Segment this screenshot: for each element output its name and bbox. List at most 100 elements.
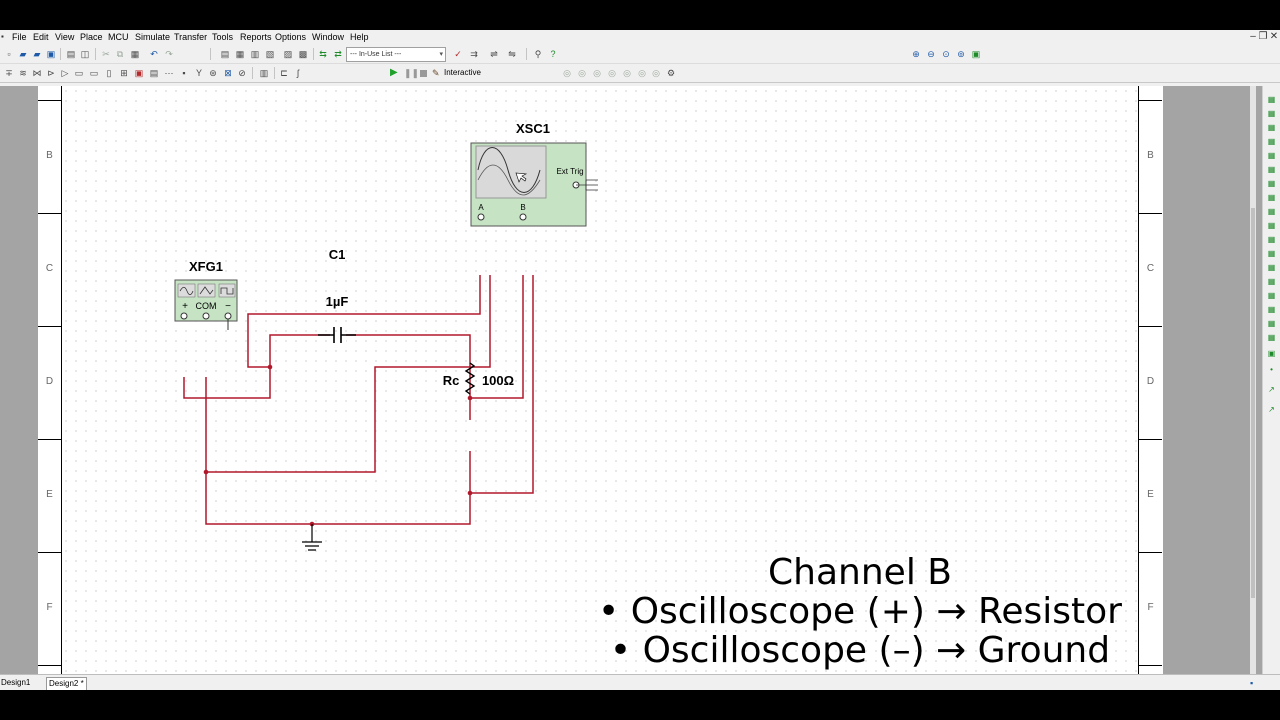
menu-file[interactable]: File: [12, 32, 27, 42]
probe-digital-icon[interactable]: ◎: [638, 68, 646, 78]
redo-icon[interactable]: ↷: [165, 49, 173, 59]
word-generator-icon[interactable]: ▦: [1267, 193, 1276, 202]
place-cmos-icon[interactable]: ▭: [89, 68, 99, 78]
simulation-mode-label[interactable]: Interactive: [444, 68, 481, 77]
print-icon[interactable]: ▤: [66, 49, 76, 59]
new-file-icon[interactable]: ▫: [7, 49, 11, 59]
open-folder-icon[interactable]: ▰: [19, 49, 27, 59]
backannotate-icon[interactable]: ⇋: [508, 49, 516, 59]
wires[interactable]: [183, 275, 534, 525]
erc-icon[interactable]: ✓: [454, 49, 462, 59]
minimize-icon[interactable]: –: [1250, 31, 1256, 42]
place-mcu-icon[interactable]: ▥: [259, 68, 269, 78]
place-ni-icon[interactable]: ⊠: [224, 68, 232, 78]
ground-symbol[interactable]: [302, 524, 322, 551]
ni-elvismx-icon[interactable]: •: [1270, 365, 1273, 374]
place-transistor-icon[interactable]: ⊳: [47, 68, 55, 78]
measurement-probe-icon[interactable]: ↗: [1268, 405, 1275, 414]
probe-settings-icon[interactable]: ◎: [652, 68, 660, 78]
menu-view[interactable]: View: [55, 32, 75, 42]
place-power-icon[interactable]: ▤: [149, 68, 159, 78]
app-system-icon[interactable]: ▪: [1, 32, 4, 41]
analysis-icon[interactable]: ✎: [432, 68, 440, 78]
grapher-icon[interactable]: ▨: [283, 49, 293, 59]
menu-tools[interactable]: Tools: [212, 32, 234, 42]
run-simulation-icon[interactable]: ▶: [390, 67, 398, 78]
find-examples-icon[interactable]: ⚲: [534, 49, 542, 59]
multimeter-icon[interactable]: ▦: [1267, 95, 1276, 104]
agilent-generator-icon[interactable]: ▦: [1267, 291, 1276, 300]
place-mixed-icon[interactable]: ⊞: [120, 68, 128, 78]
menu-simulate[interactable]: Simulate: [135, 32, 171, 42]
menu-help[interactable]: Help: [350, 32, 369, 42]
oscilloscope-icon[interactable]: ▦: [1267, 137, 1276, 146]
place-analog-icon[interactable]: ▷: [61, 68, 69, 78]
probe-current-icon[interactable]: ◎: [578, 68, 586, 78]
schematic-sheet[interactable]: B C D E F B C D E F: [38, 86, 1163, 674]
menu-edit[interactable]: Edit: [33, 32, 49, 42]
transfer-to-ultiboard-icon[interactable]: ⇌: [490, 49, 498, 59]
zoom-out-icon[interactable]: ⊖: [927, 49, 935, 59]
paste-icon[interactable]: ▦: [130, 49, 140, 59]
oscilloscope-xsc1[interactable]: [470, 142, 598, 227]
hierarchical-block-icon[interactable]: ⊏: [280, 68, 288, 78]
menu-options[interactable]: Options: [275, 32, 307, 42]
pause-simulation-icon[interactable]: ❚❚: [404, 68, 420, 78]
tab-design2[interactable]: Design2 *: [46, 677, 87, 690]
iv-analyzer-icon[interactable]: ▦: [1267, 235, 1276, 244]
open-sample-icon[interactable]: ▰: [33, 49, 41, 59]
menu-window[interactable]: Window: [312, 32, 345, 42]
resistor-rc[interactable]: [464, 362, 476, 395]
zoom-in-icon[interactable]: ⊕: [912, 49, 920, 59]
zoom-area-icon[interactable]: ⊙: [942, 49, 950, 59]
distortion-analyzer-icon[interactable]: ▦: [1267, 249, 1276, 258]
current-probe-icon[interactable]: ↗: [1268, 385, 1275, 394]
logic-analyzer-icon[interactable]: ▦: [1267, 221, 1276, 230]
place-connector-icon[interactable]: ⊘: [238, 68, 246, 78]
probe-power-icon[interactable]: ◎: [593, 68, 601, 78]
capacitor-c1[interactable]: [318, 327, 356, 347]
bode-plotter-icon[interactable]: ▦: [1267, 165, 1276, 174]
network-analyzer-icon[interactable]: ▦: [1267, 277, 1276, 286]
probe-settings-gear-icon[interactable]: ⚙: [666, 68, 676, 78]
tab-design1[interactable]: Design1: [1, 678, 31, 687]
agilent-multimeter-icon[interactable]: ▦: [1267, 305, 1276, 314]
close-icon[interactable]: ✕: [1269, 31, 1279, 42]
place-misc-digital-icon[interactable]: ▯: [106, 68, 112, 78]
four-channel-oscilloscope-icon[interactable]: ▦: [1267, 151, 1276, 160]
spectrum-analyzer-icon[interactable]: ▦: [1267, 263, 1276, 272]
tektronix-oscilloscope-icon[interactable]: ▦: [1267, 333, 1276, 342]
function-generator-xfg1[interactable]: [174, 279, 238, 330]
place-rf-icon[interactable]: Y: [195, 68, 202, 78]
place-electromechanical-icon[interactable]: ⊛: [209, 68, 217, 78]
function-generator-icon[interactable]: ▦: [1267, 109, 1276, 118]
menu-mcu[interactable]: MCU: [108, 32, 129, 42]
component-wizard-icon[interactable]: ▧: [265, 49, 275, 59]
zoom-fit-icon[interactable]: ⊚: [957, 49, 965, 59]
place-source-icon[interactable]: ∓: [5, 68, 13, 78]
probe-differential-icon[interactable]: ◎: [608, 68, 616, 78]
in-use-list-dropdown[interactable]: --- In-Use List --- ▾: [346, 47, 446, 62]
place-ttl-icon[interactable]: ▭: [74, 68, 84, 78]
undo-icon[interactable]: ↶: [150, 49, 158, 59]
restore-icon[interactable]: ❐: [1258, 31, 1268, 42]
print-preview-icon[interactable]: ◫: [80, 49, 90, 59]
help-icon[interactable]: ?: [550, 49, 556, 59]
database-manager-icon[interactable]: ▥: [250, 49, 260, 59]
bus-icon[interactable]: ʃ: [297, 68, 299, 78]
frequency-counter-icon[interactable]: ▦: [1267, 179, 1276, 188]
menu-place[interactable]: Place: [80, 32, 103, 42]
forward-annotate-icon[interactable]: ⇄: [334, 49, 342, 59]
probe-voltage-icon[interactable]: ◎: [563, 68, 571, 78]
logic-converter-icon[interactable]: ▦: [1267, 207, 1276, 216]
probe-reference-icon[interactable]: ◎: [623, 68, 631, 78]
place-diode-icon[interactable]: ⋈: [32, 68, 42, 78]
full-screen-icon[interactable]: ▣: [971, 49, 981, 59]
labview-instrument-icon[interactable]: ▣: [1267, 349, 1276, 358]
save-icon[interactable]: ▣: [46, 49, 56, 59]
stop-simulation-icon[interactable]: [420, 70, 427, 77]
vertical-scrollbar-thumb[interactable]: [1251, 208, 1255, 598]
agilent-oscilloscope-icon[interactable]: ▦: [1267, 319, 1276, 328]
menu-reports[interactable]: Reports: [240, 32, 272, 42]
place-basic-icon[interactable]: ≋: [19, 68, 27, 78]
